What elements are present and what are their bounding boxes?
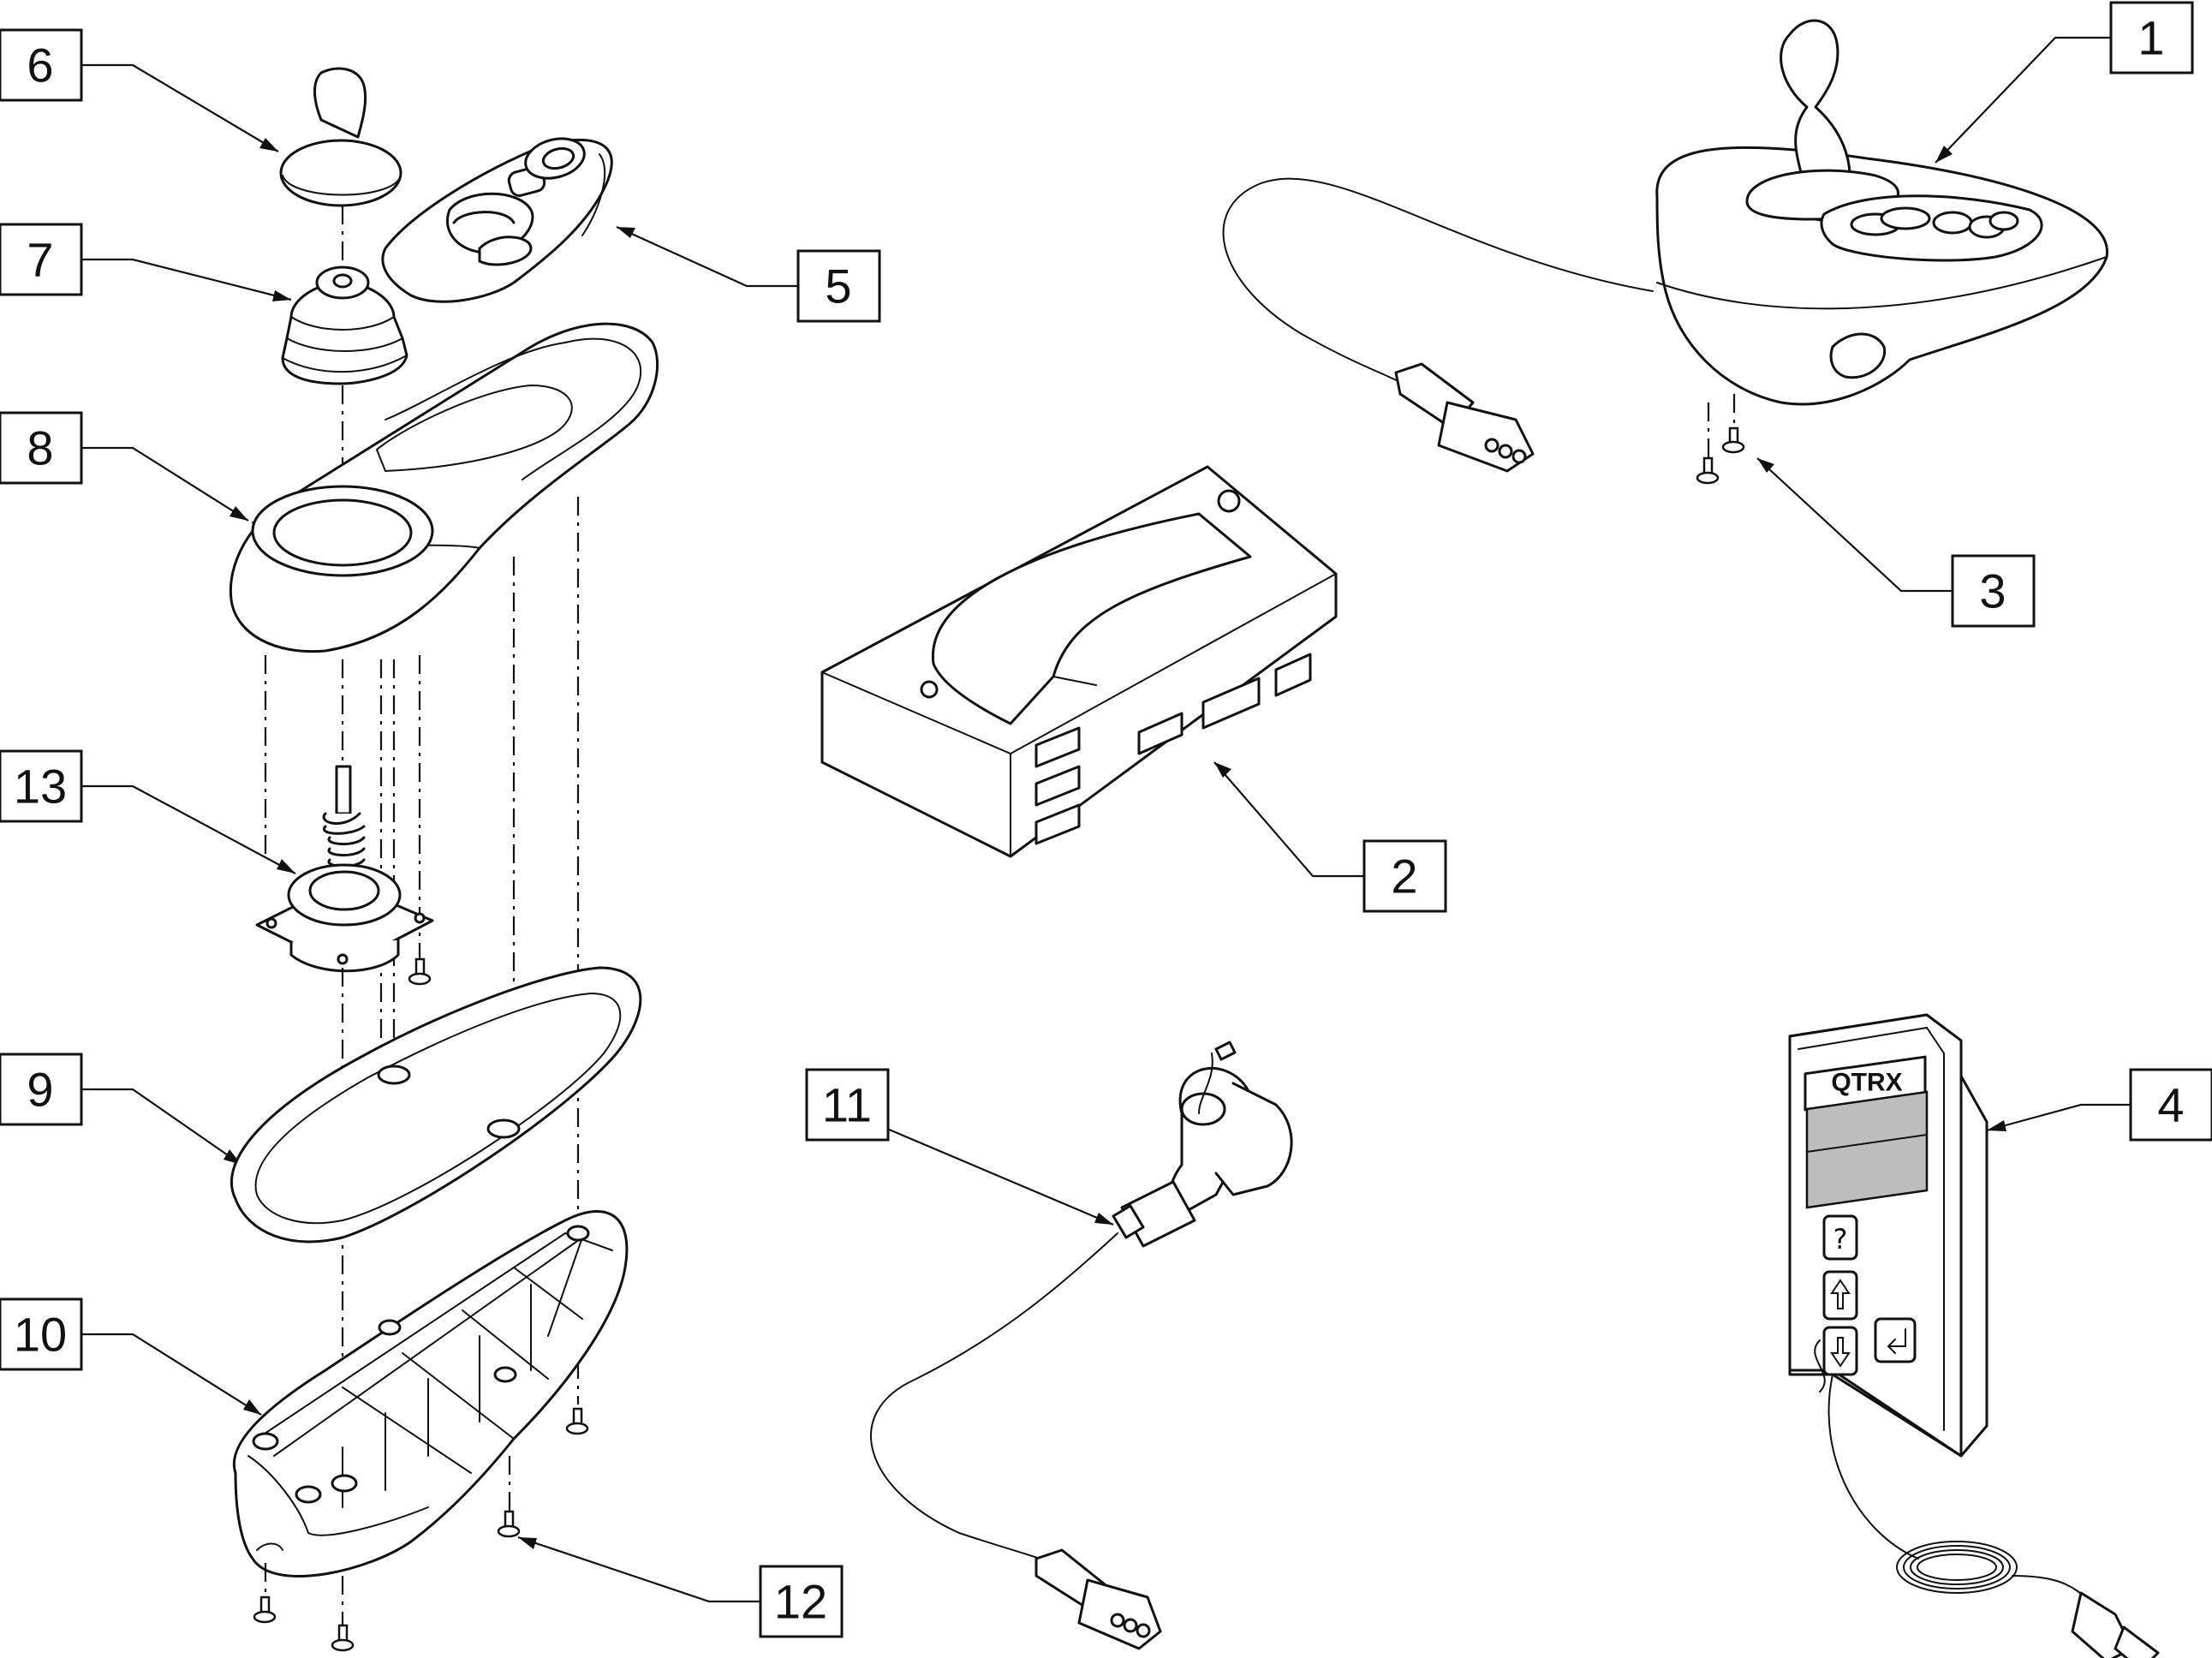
svg-text:1: 1 xyxy=(2137,11,2164,65)
item-12-screws xyxy=(253,1407,589,1652)
leader-6 xyxy=(81,63,279,152)
joystick-gimbal xyxy=(255,765,434,1405)
svg-text:7: 7 xyxy=(27,233,53,287)
programmer-coiled-cable xyxy=(1896,1541,2160,1658)
svg-text:11: 11 xyxy=(822,1078,872,1132)
connector-sockets xyxy=(1034,653,1312,845)
joystick-controller-assembly xyxy=(1222,19,2108,485)
callout-10: 10 xyxy=(0,1297,83,1371)
callout-11: 11 xyxy=(805,1068,890,1142)
connector-block xyxy=(820,465,1338,858)
cable-harness xyxy=(870,1041,1293,1650)
leader-12 xyxy=(517,1536,760,1603)
callout-5: 5 xyxy=(796,249,881,323)
joystick-knob xyxy=(279,67,402,261)
svg-text:9: 9 xyxy=(27,1063,53,1117)
leader-10 xyxy=(81,1333,262,1416)
callout-6: 6 xyxy=(0,28,83,102)
controller-top-cover xyxy=(229,322,659,1405)
leader-2 xyxy=(1213,761,1364,878)
leader-4 xyxy=(1986,1103,2131,1132)
svg-text:2: 2 xyxy=(1391,850,1417,904)
leader-7 xyxy=(81,258,292,301)
leader-9 xyxy=(81,1088,242,1166)
svg-text:5: 5 xyxy=(825,259,851,313)
qtrx-label: QTRX xyxy=(1831,1069,1902,1097)
callout-9: 9 xyxy=(0,1053,83,1126)
leader-5 xyxy=(616,225,798,288)
callout-2: 2 xyxy=(1362,839,1447,913)
svg-text:13: 13 xyxy=(14,760,67,814)
svg-text:?: ? xyxy=(1833,1223,1848,1255)
controller-bottom-housing xyxy=(232,1210,629,1652)
callout-4: 4 xyxy=(2129,1068,2212,1142)
programmer-keys: ? xyxy=(1822,1214,1917,1376)
leader-3 xyxy=(1756,457,1953,593)
callout-3: 3 xyxy=(1951,554,2036,628)
svg-text:3: 3 xyxy=(1979,564,2006,618)
housing-ribs xyxy=(273,1237,583,1508)
controller-button-pad xyxy=(1820,194,2043,262)
callout-13: 13 xyxy=(0,749,83,823)
callout-1: 1 xyxy=(2109,1,2194,75)
button-panel-overlay xyxy=(381,137,613,303)
controller-cable-connector xyxy=(1394,362,1535,473)
leader-13 xyxy=(81,784,296,874)
svg-text:8: 8 xyxy=(27,421,53,475)
callout-8: 8 xyxy=(0,411,83,485)
joystick-gaiter xyxy=(281,265,408,505)
cover-gasket xyxy=(230,966,642,1244)
svg-text:4: 4 xyxy=(2157,1078,2184,1132)
leader-1 xyxy=(1935,36,2111,164)
svg-text:10: 10 xyxy=(14,1308,67,1362)
leader-8 xyxy=(81,446,249,522)
svg-text:12: 12 xyxy=(774,1575,827,1629)
item-3-screws xyxy=(1696,426,1745,485)
callout-7: 7 xyxy=(0,223,83,296)
harness-connector xyxy=(1034,1548,1162,1650)
callout-12: 12 xyxy=(759,1565,844,1638)
qtrx-programmer: QTRX ? xyxy=(1788,1013,2160,1658)
svg-text:6: 6 xyxy=(27,39,53,92)
